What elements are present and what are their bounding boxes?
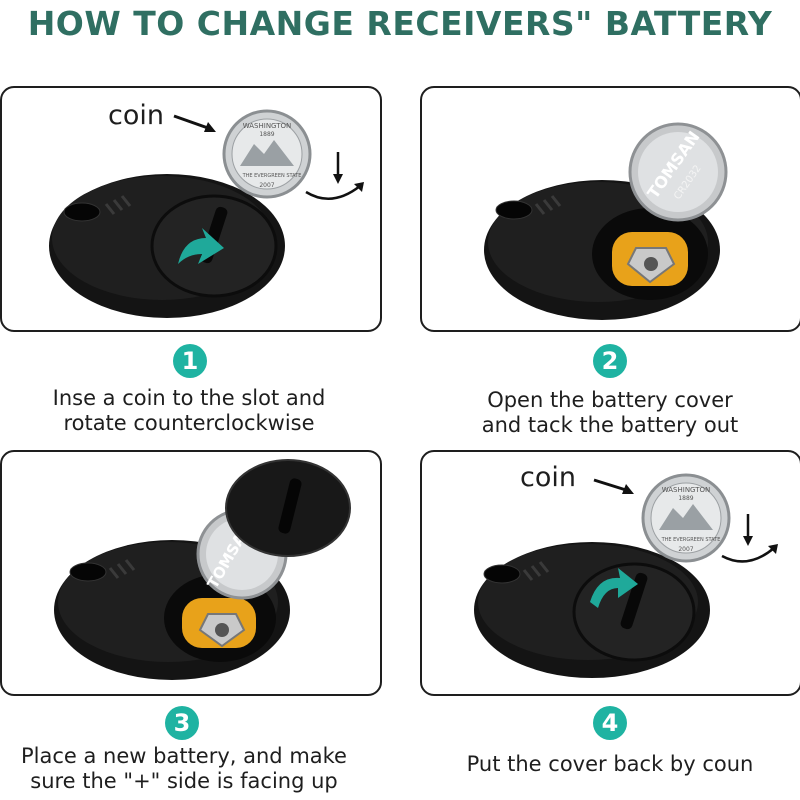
step-3-panel: TOMSAN <box>0 450 382 696</box>
rotate-arrow <box>178 228 224 264</box>
svg-text:THE EVERGREEN STATE: THE EVERGREEN STATE <box>242 173 302 179</box>
svg-text:WASHINGTON: WASHINGTON <box>662 486 711 494</box>
svg-text:WASHINGTON: WASHINGTON <box>243 122 292 130</box>
step-4-illustration: WASHINGTON 1889 THE EVERGREEN STATE 2007 <box>474 473 778 678</box>
step-3-illustration: TOMSAN <box>54 459 351 680</box>
step-4-badge: 4 <box>593 706 627 740</box>
coin-slot <box>620 572 648 630</box>
step-1-line1: Inse a coin to the slot and <box>52 386 326 410</box>
step-2-line1: Open the battery cover <box>487 388 733 412</box>
step-3-badge: 3 <box>165 706 199 740</box>
lanyard-hole <box>495 200 533 220</box>
coin-label: coin <box>108 100 164 131</box>
coin-image: WASHINGTON 1889 THE EVERGREEN STATE 2007 <box>641 473 731 563</box>
svg-text:1889: 1889 <box>259 131 274 138</box>
step-3-line2: sure the "+" side is facing up <box>30 769 338 793</box>
coin-image: WASHINGTON 1889 THE EVERGREEN STATE 2007 <box>222 109 312 199</box>
rotate-arrow <box>590 568 638 608</box>
step-4-caption: Put the cover back by coun <box>420 752 800 777</box>
svg-text:2007: 2007 <box>259 182 274 189</box>
step-2-panel: TOMSAN CR2032 <box>420 86 800 332</box>
page-title: HOW TO CHANGE RECEIVERS" BATTERY <box>27 4 773 43</box>
svg-text:1889: 1889 <box>678 495 693 502</box>
step-1-panel: WASHINGTON 1889 THE EVERGREEN STATE 2007… <box>0 86 382 332</box>
circuit-board <box>612 232 688 286</box>
step-3-caption: Place a new battery, and make sure the "… <box>0 744 368 794</box>
lanyard-hole <box>483 564 521 584</box>
battery-image: TOMSAN CR2032 <box>628 122 728 222</box>
step-2-illustration: TOMSAN CR2032 <box>484 122 728 320</box>
step-1-line2: rotate counterclockwise <box>63 411 315 435</box>
step-3-line1: Place a new battery, and make <box>21 744 347 768</box>
coin-label: coin <box>520 462 576 493</box>
step-4-line1: Put the cover back by coun <box>466 752 754 776</box>
step-2-badge: 2 <box>593 344 627 378</box>
lanyard-hole <box>69 562 107 582</box>
lanyard-hole <box>63 202 101 222</box>
step-1-caption: Inse a coin to the slot and rotate count… <box>0 386 378 436</box>
svg-text:THE EVERGREEN STATE: THE EVERGREEN STATE <box>661 537 721 543</box>
step-1-illustration: WASHINGTON 1889 THE EVERGREEN STATE 2007 <box>49 109 364 318</box>
step-2-caption: Open the battery cover and tack the batt… <box>420 388 800 438</box>
step-4-panel: WASHINGTON 1889 THE EVERGREEN STATE 2007… <box>420 450 800 696</box>
circuit-board <box>182 598 256 648</box>
battery-cover <box>225 459 351 557</box>
step-1-badge: 1 <box>173 344 207 378</box>
step-2-line2: and tack the battery out <box>481 413 739 437</box>
svg-text:2007: 2007 <box>678 546 693 553</box>
